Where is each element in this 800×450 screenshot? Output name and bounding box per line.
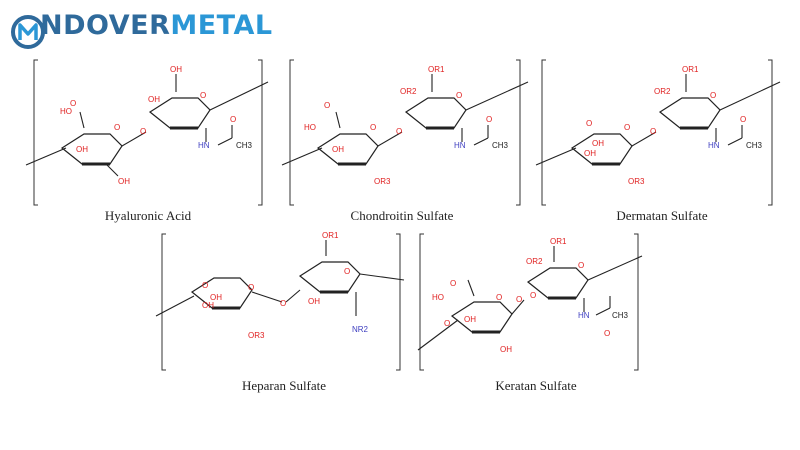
atom-label: OR2: [400, 87, 417, 96]
atom-label: O: [516, 295, 522, 304]
atom-label: O: [202, 281, 208, 290]
atom-label: O: [230, 115, 236, 124]
structure-keratan-sulfate: OR1 OR2 HO O O O O OH OH O O HN CH3 O Ke…: [417, 233, 643, 393]
atom-label: O: [200, 91, 206, 100]
atom-label: OR3: [374, 177, 391, 186]
structure-caption: Hyaluronic Acid: [105, 208, 192, 223]
structure-caption: Keratan Sulfate: [495, 378, 576, 393]
structure-caption: Dermatan Sulfate: [616, 208, 708, 223]
atom-label: OR2: [526, 257, 543, 266]
atom-label: O: [530, 291, 536, 300]
atom-label: O: [456, 91, 462, 100]
atom-label: OH: [464, 315, 476, 324]
atom-label: CH3: [492, 141, 509, 150]
atom-label: HO: [60, 107, 72, 116]
brand-name-part1: NDOVER: [40, 10, 171, 41]
atom-label: OH: [76, 145, 88, 154]
atom-label: O: [604, 329, 610, 338]
atom-label: O: [248, 283, 254, 292]
atom-label: OR3: [248, 331, 265, 340]
atom-label: OH: [118, 177, 130, 186]
atom-label: O: [70, 99, 76, 108]
atom-label: O: [280, 299, 286, 308]
atom-label: OH: [210, 293, 222, 302]
atom-label: OR1: [550, 237, 567, 246]
atom-label: OH: [170, 65, 182, 74]
atom-label: CH3: [612, 311, 629, 320]
atom-label: O: [370, 123, 376, 132]
atom-label: O: [710, 91, 716, 100]
brand-name-part2: METAL: [170, 10, 273, 41]
atom-label: CH3: [236, 141, 253, 150]
atom-label: HN: [454, 141, 466, 150]
structure-caption: Chondroitin Sulfate: [351, 208, 454, 223]
brand-name: NDOVERMETAL: [40, 10, 273, 41]
structure-caption: Heparan Sulfate: [242, 378, 326, 393]
atom-label: O: [324, 101, 330, 110]
atom-label: O: [486, 115, 492, 124]
atom-label: O: [444, 319, 450, 328]
atom-label: HO: [304, 123, 316, 132]
atom-label: O: [624, 123, 630, 132]
atom-label: O: [740, 115, 746, 124]
atom-label: OR3: [628, 177, 645, 186]
structure-chondroitin-sulfate: OR1 OR2 HO O O O OH OR3 O HN CH3 O Chond…: [281, 59, 529, 223]
atom-label: OR2: [654, 87, 671, 96]
atom-label: O: [396, 127, 402, 136]
atom-label: HN: [578, 311, 590, 320]
atom-label: OH: [148, 95, 160, 104]
atom-label: OR1: [428, 65, 445, 74]
atom-label: O: [496, 293, 502, 302]
atom-label: OH: [308, 297, 320, 306]
atom-label: NR2: [352, 325, 369, 334]
atom-label: O: [344, 267, 350, 276]
atom-label: O: [450, 279, 456, 288]
structure-hyaluronic-acid: OH HO O O O OH OH OH O HN CH3 O Hyaluron…: [25, 59, 269, 223]
atom-label: OH: [592, 139, 604, 148]
atom-label: OR1: [322, 231, 339, 240]
atom-label: CH3: [746, 141, 763, 150]
atom-label: OH: [500, 345, 512, 354]
atom-label: O: [578, 261, 584, 270]
nm-monogram-circle-icon: [11, 15, 45, 49]
structure-heparan-sulfate: OR1 O OH O O OH OR3 OH O NR2 Heparan Sul…: [155, 231, 405, 393]
atom-label: HN: [198, 141, 210, 150]
atom-label: O: [114, 123, 120, 132]
atom-label: O: [650, 127, 656, 136]
atom-label: OR1: [682, 65, 699, 74]
structure-dermatan-sulfate: OR1 OR2 O OH O O OH OR3 O HN CH3 O Derma…: [535, 59, 781, 223]
atom-label: OH: [332, 145, 344, 154]
atom-label: HO: [432, 293, 444, 302]
atom-label: OH: [584, 149, 596, 158]
atom-label: HN: [708, 141, 720, 150]
atom-label: O: [586, 119, 592, 128]
atom-label: OH: [202, 301, 214, 310]
atom-label: O: [140, 127, 146, 136]
